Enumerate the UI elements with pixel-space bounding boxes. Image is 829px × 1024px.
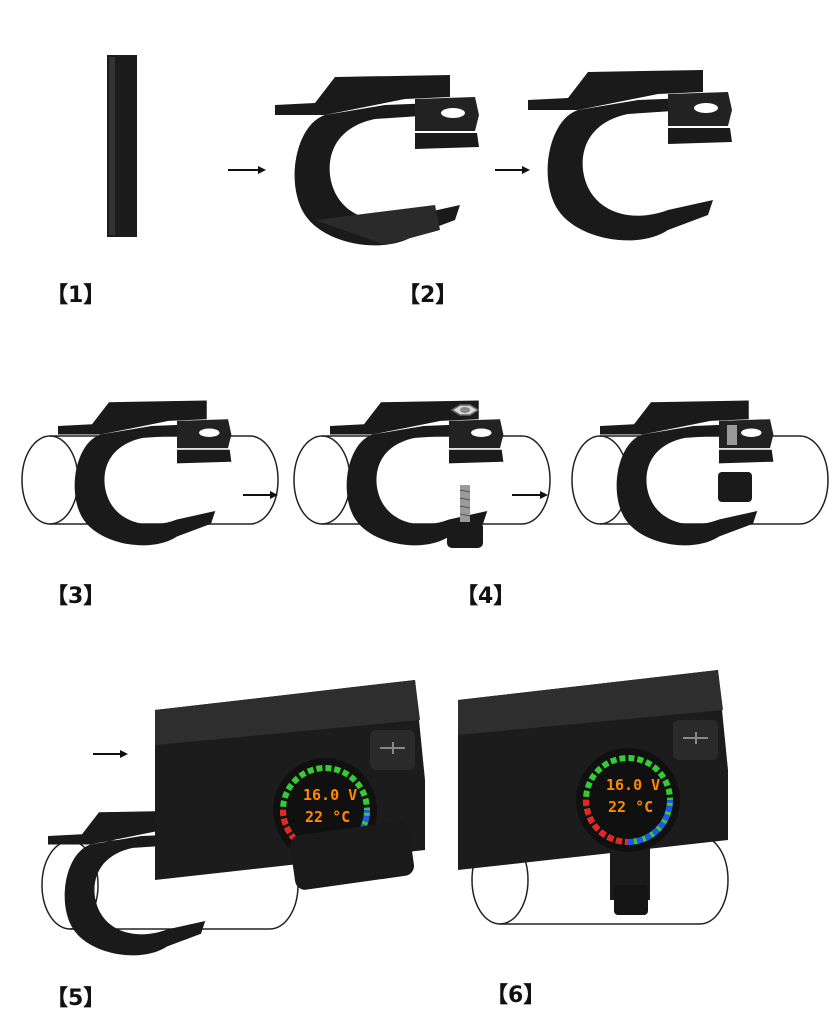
temperature-readout: 22 °C [608, 798, 653, 816]
arrow-icon [243, 491, 278, 499]
pipe-icon [571, 435, 829, 525]
voltage-readout: 16.0 V [606, 776, 660, 794]
usb-icon [380, 742, 405, 754]
bracket-icon [528, 70, 732, 241]
nut-icon [450, 404, 480, 416]
charger-icon: 16.0 V 22 °C [458, 670, 728, 870]
charger-icon: 16.0 V 22 °C [155, 680, 425, 880]
step-label-1: 【1】 [46, 283, 106, 308]
bolt-icon [447, 485, 483, 548]
step-label-6: 【6】 [486, 983, 546, 1008]
usb-icon [683, 732, 708, 744]
bolt-icon [718, 425, 752, 502]
arrow-icon [495, 166, 530, 174]
arrow-icon [93, 750, 128, 758]
step-label-5: 【5】 [46, 986, 106, 1011]
pipe-icon [21, 435, 279, 525]
arrow-icon [228, 166, 266, 174]
step-label-3: 【3】 [46, 584, 106, 609]
step-label-4: 【4】 [456, 584, 516, 609]
step-label-2: 【2】 [398, 283, 458, 308]
pipe-icon [293, 435, 551, 525]
arrow-icon [512, 491, 548, 499]
voltage-readout: 16.0 V [303, 786, 357, 804]
charger-cap [290, 821, 415, 890]
temperature-readout: 22 °C [305, 808, 350, 826]
bracket-icon [275, 75, 479, 246]
